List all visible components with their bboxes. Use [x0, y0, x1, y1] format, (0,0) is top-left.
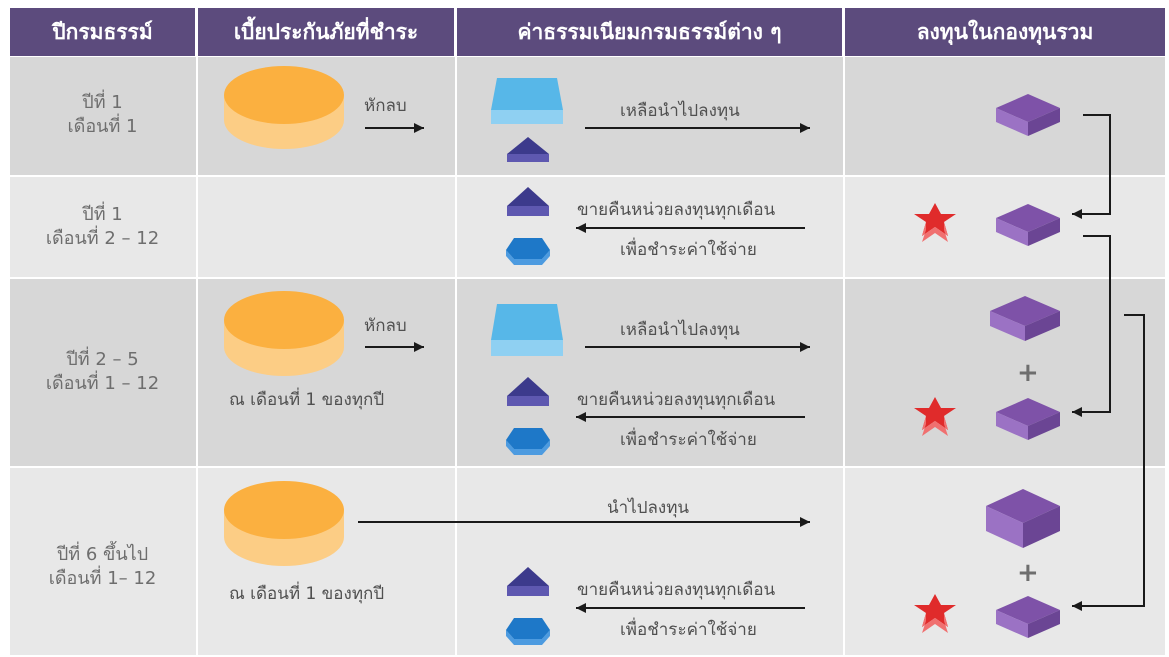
deduct-label: หักลบ [364, 316, 407, 336]
row-year2-5 [10, 279, 1165, 466]
column-divider [455, 57, 457, 655]
column-divider [196, 57, 198, 655]
row-label-1: ปีที่ 1 เดือนที่ 1 [10, 91, 195, 139]
row-year1-month1 [10, 57, 1165, 175]
fund-box-icon [996, 94, 1060, 136]
header-premium-paid: เบี้ยประกันภัยที่ชำระ [198, 8, 454, 56]
row-month: เดือนที่ 1 – 12 [45, 373, 160, 394]
premium-coin-icon [224, 291, 344, 376]
pay-expenses-label: เพื่อชำระค่าใช้จ่าย [620, 620, 757, 640]
row-year6-plus [10, 468, 1165, 655]
row-label-2: ปีที่ 1 เดือนที่ 2 – 12 [10, 203, 195, 251]
fund-box-icon [996, 596, 1060, 638]
pay-expenses-label: เพื่อชำระค่าใช้จ่าย [620, 430, 757, 450]
column-divider [843, 57, 845, 655]
hexagon-icon [506, 238, 550, 265]
invest-label: นำไปลงทุน [607, 498, 690, 518]
connector-arrow [1072, 314, 1145, 611]
header-policy-fees: ค่าธรรมเนียมกรมธรรม์ต่าง ๆ [457, 8, 842, 56]
remaining-invest-label: เหลือนำไปลงทุน [620, 101, 740, 121]
header-policy-year: ปีกรมธรรม์ [10, 8, 195, 56]
plus-sign: + [1017, 358, 1039, 388]
star-icon [914, 203, 956, 242]
fund-box-icon [996, 398, 1060, 440]
pay-expenses-label: เพื่อชำระค่าใช้จ่าย [620, 240, 757, 260]
triangle-icon [507, 567, 549, 596]
sell-units-label: ขายคืนหน่วยลงทุนทุกเดือน [577, 200, 776, 220]
remaining-invest-label: เหลือนำไปลงทุน [620, 320, 740, 340]
sell-units-label: ขายคืนหน่วยลงทุนทุกเดือน [577, 390, 776, 410]
trapezoid-icon [491, 78, 563, 124]
premium-coin-icon [224, 481, 344, 566]
hexagon-icon [506, 618, 550, 645]
star-icon [914, 397, 956, 436]
row-year: ปีที่ 2 – 5 [66, 349, 139, 370]
fund-box-icon [996, 204, 1060, 246]
every-year-label: ณ เดือนที่ 1 ของทุกปี [229, 390, 385, 410]
row-label-4: ปีที่ 6 ขึ้นไป เดือนที่ 1– 12 [10, 543, 195, 591]
row-month: เดือนที่ 1– 12 [48, 568, 157, 589]
row-year: ปีที่ 1 [82, 92, 123, 113]
row-year: ปีที่ 6 ขึ้นไป [56, 544, 149, 565]
triangle-icon [507, 137, 549, 162]
premium-coin-icon [224, 66, 344, 149]
every-year-label: ณ เดือนที่ 1 ของทุกปี [229, 584, 385, 604]
trapezoid-icon [491, 304, 563, 356]
fund-box-icon [990, 296, 1060, 341]
hexagon-icon [506, 428, 550, 455]
connector-arrow [1072, 114, 1111, 219]
fund-box-icon [986, 489, 1060, 548]
triangle-icon [507, 377, 549, 406]
connector-arrow [1072, 235, 1111, 417]
triangle-icon [507, 187, 549, 216]
deduct-label: หักลบ [364, 96, 407, 116]
header-fund-investment: ลงทุนในกองทุนรวม [845, 8, 1165, 56]
star-icon [914, 594, 956, 633]
row-month: เดือนที่ 2 – 12 [45, 228, 160, 249]
row-label-3: ปีที่ 2 – 5 เดือนที่ 1 – 12 [10, 348, 195, 396]
row-month: เดือนที่ 1 [67, 116, 138, 137]
plus-sign: + [1017, 558, 1039, 588]
sell-units-label: ขายคืนหน่วยลงทุนทุกเดือน [577, 580, 776, 600]
row-year: ปีที่ 1 [82, 204, 123, 225]
